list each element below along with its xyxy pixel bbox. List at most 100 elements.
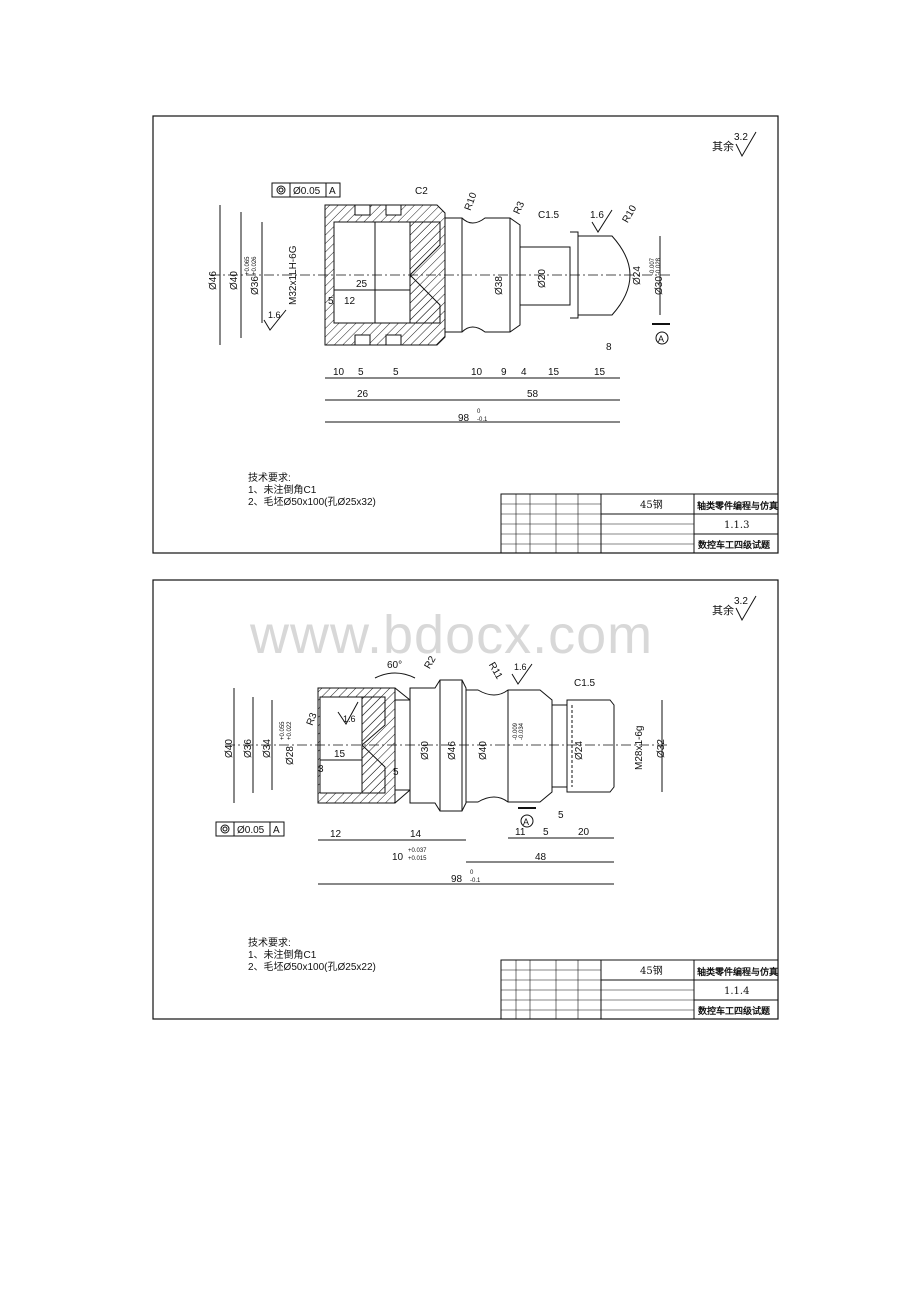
rough-b-2-icon — [337, 701, 359, 725]
dim-b5a: 5 — [358, 367, 364, 378]
dim-d30-2: Ø30 — [420, 741, 431, 760]
dim-d20: Ø20 — [537, 269, 548, 288]
dim-in25: 25 — [356, 279, 368, 290]
radius-c: R10 — [621, 203, 640, 225]
note-1-2: 1、未注倒角C1 — [248, 948, 317, 961]
roughness-prefix-2: 其余 — [712, 603, 734, 617]
dim-thread: M32x1LH-6G — [288, 245, 299, 305]
rough-a-2-icon — [511, 663, 533, 685]
dim-d40b: Ø40 — [478, 741, 489, 760]
radius-a: R10 — [463, 191, 480, 212]
dim-d30-tol-low: -0.028 — [656, 257, 662, 275]
dim-d46-2: Ø46 — [447, 741, 458, 760]
chamfer-right: C1.5 — [538, 210, 560, 221]
title-block-1: 45钢 轴类零件编程与仿真 1.1.3 数控车工四级试题 — [500, 493, 779, 554]
tolerance-frame: Ø0.05 A — [271, 182, 341, 198]
drawing-1-frame — [152, 115, 779, 554]
dim-d28-tol-up: +0.055 — [280, 721, 286, 740]
tolerance-datum: A — [329, 186, 336, 197]
dim-r5b: 5 — [558, 810, 564, 821]
dim-l10: 10 — [392, 852, 404, 863]
tb-code-2: 1.1.4 — [724, 986, 749, 997]
roughness-symbol-icon-2 — [735, 595, 757, 622]
roughness-prefix: 其余 — [712, 139, 734, 153]
drawing-1: 其余 3.2 Ø0.05 A — [152, 115, 779, 554]
dim-d40b-tol-low: -0.034 — [519, 722, 525, 740]
dim-r11: 11 — [515, 827, 526, 838]
tolerance-frame-2: Ø0.05 A — [215, 821, 285, 837]
dim-d30: Ø30 — [654, 276, 665, 295]
dim-in12: 12 — [344, 296, 356, 307]
roughness-value-2: 3.2 — [734, 596, 748, 607]
dim-c15b: 15 — [594, 367, 606, 378]
tolerance-value-2: Ø0.05 — [237, 825, 265, 836]
dim-angle: 60° — [387, 660, 402, 671]
dim-d32: Ø32 — [656, 739, 667, 758]
dim-l12: 12 — [330, 829, 342, 840]
radius-b: R3 — [512, 200, 528, 217]
dim-r5a: 5 — [543, 827, 549, 838]
part-body-2 — [225, 679, 670, 812]
dim-d40: Ø40 — [229, 271, 240, 290]
drawing-2: 其余 3.2 60° R2 R11 1.6 C1.5 R3 1.6 — [152, 579, 779, 1020]
tolerance-value: Ø0.05 — [293, 186, 321, 197]
dim-d40a: Ø40 — [224, 739, 235, 758]
dim-l98-low-2: -0.1 — [470, 878, 481, 884]
dim-l10-low: +0.015 — [408, 856, 427, 862]
dim-thread-2: M28x1-6g — [634, 726, 645, 770]
radius-a-2: R2 — [423, 654, 439, 671]
dim-d24-2: Ø24 — [574, 741, 585, 760]
tb-material: 45钢 — [640, 498, 663, 511]
rough-a-icon — [591, 209, 613, 233]
chamfer-left: C2 — [415, 186, 428, 197]
note-2-2: 2、毛坯Ø50x100(孔Ø25x22) — [248, 961, 376, 973]
tb-code: 1.1.3 — [724, 520, 749, 531]
tb-title-2: 轴类零件编程与仿真 — [697, 966, 778, 978]
dim-in3: 3 — [318, 764, 324, 775]
dim-r20: 20 — [578, 827, 590, 838]
dim-c10: 10 — [471, 367, 483, 378]
dim-l10-up: +0.037 — [408, 848, 427, 854]
chamfer-right-2: C1.5 — [574, 678, 596, 689]
dim-d36-2: Ø36 — [243, 739, 254, 758]
watermark: www.bdocx.com — [250, 605, 654, 665]
dim-d28: Ø28 — [285, 746, 296, 765]
dim-in5: 5 — [328, 296, 334, 307]
datum-label-2: A — [523, 817, 529, 827]
roughness-value: 3.2 — [734, 132, 748, 143]
dim-l58: 58 — [527, 389, 539, 400]
dim-r8: 8 — [606, 342, 612, 353]
dim-d24: Ø24 — [632, 266, 643, 285]
dim-d34: Ø34 — [262, 739, 273, 758]
drawing-2-frame — [152, 579, 779, 1020]
notes-title: 技术要求: — [248, 471, 291, 484]
dim-l26: 26 — [357, 389, 369, 400]
tb-title: 轴类零件编程与仿真 — [697, 500, 778, 512]
dim-c15a: 15 — [548, 367, 560, 378]
dim-c4: 4 — [521, 367, 527, 378]
rough-b-icon — [263, 309, 287, 331]
tolerance-datum-2: A — [273, 825, 280, 836]
dim-d36-tol-low: +0.026 — [252, 256, 258, 275]
tb-material-2: 45钢 — [640, 964, 663, 977]
datum-circle-icon — [655, 331, 669, 345]
dim-d30-tol-up: -0.007 — [650, 257, 656, 275]
dim-b5b: 5 — [393, 367, 399, 378]
dim-c9: 9 — [501, 367, 507, 378]
datum-circle-icon-2 — [520, 814, 534, 828]
dim-b10: 10 — [333, 367, 345, 378]
concentricity-icon — [276, 185, 286, 195]
rough-a-2: 1.6 — [514, 662, 527, 672]
dim-l98-up: 0 — [477, 409, 481, 415]
note-1: 1、未注倒角C1 — [248, 483, 317, 496]
tb-subtitle: 数控车工四级试题 — [698, 539, 771, 551]
dim-in5-2: 5 — [393, 767, 399, 778]
notes-title-2: 技术要求: — [248, 936, 291, 949]
tb-subtitle-2: 数控车工四级试题 — [698, 1005, 771, 1017]
dim-d36-tol-up: +0.065 — [245, 256, 251, 275]
title-block-2: 45钢 轴类零件编程与仿真 1.1.4 数控车工四级试题 — [500, 959, 779, 1020]
dim-l48: 48 — [535, 852, 547, 863]
dim-d38: Ø38 — [494, 276, 505, 295]
dim-d46: Ø46 — [208, 271, 219, 290]
